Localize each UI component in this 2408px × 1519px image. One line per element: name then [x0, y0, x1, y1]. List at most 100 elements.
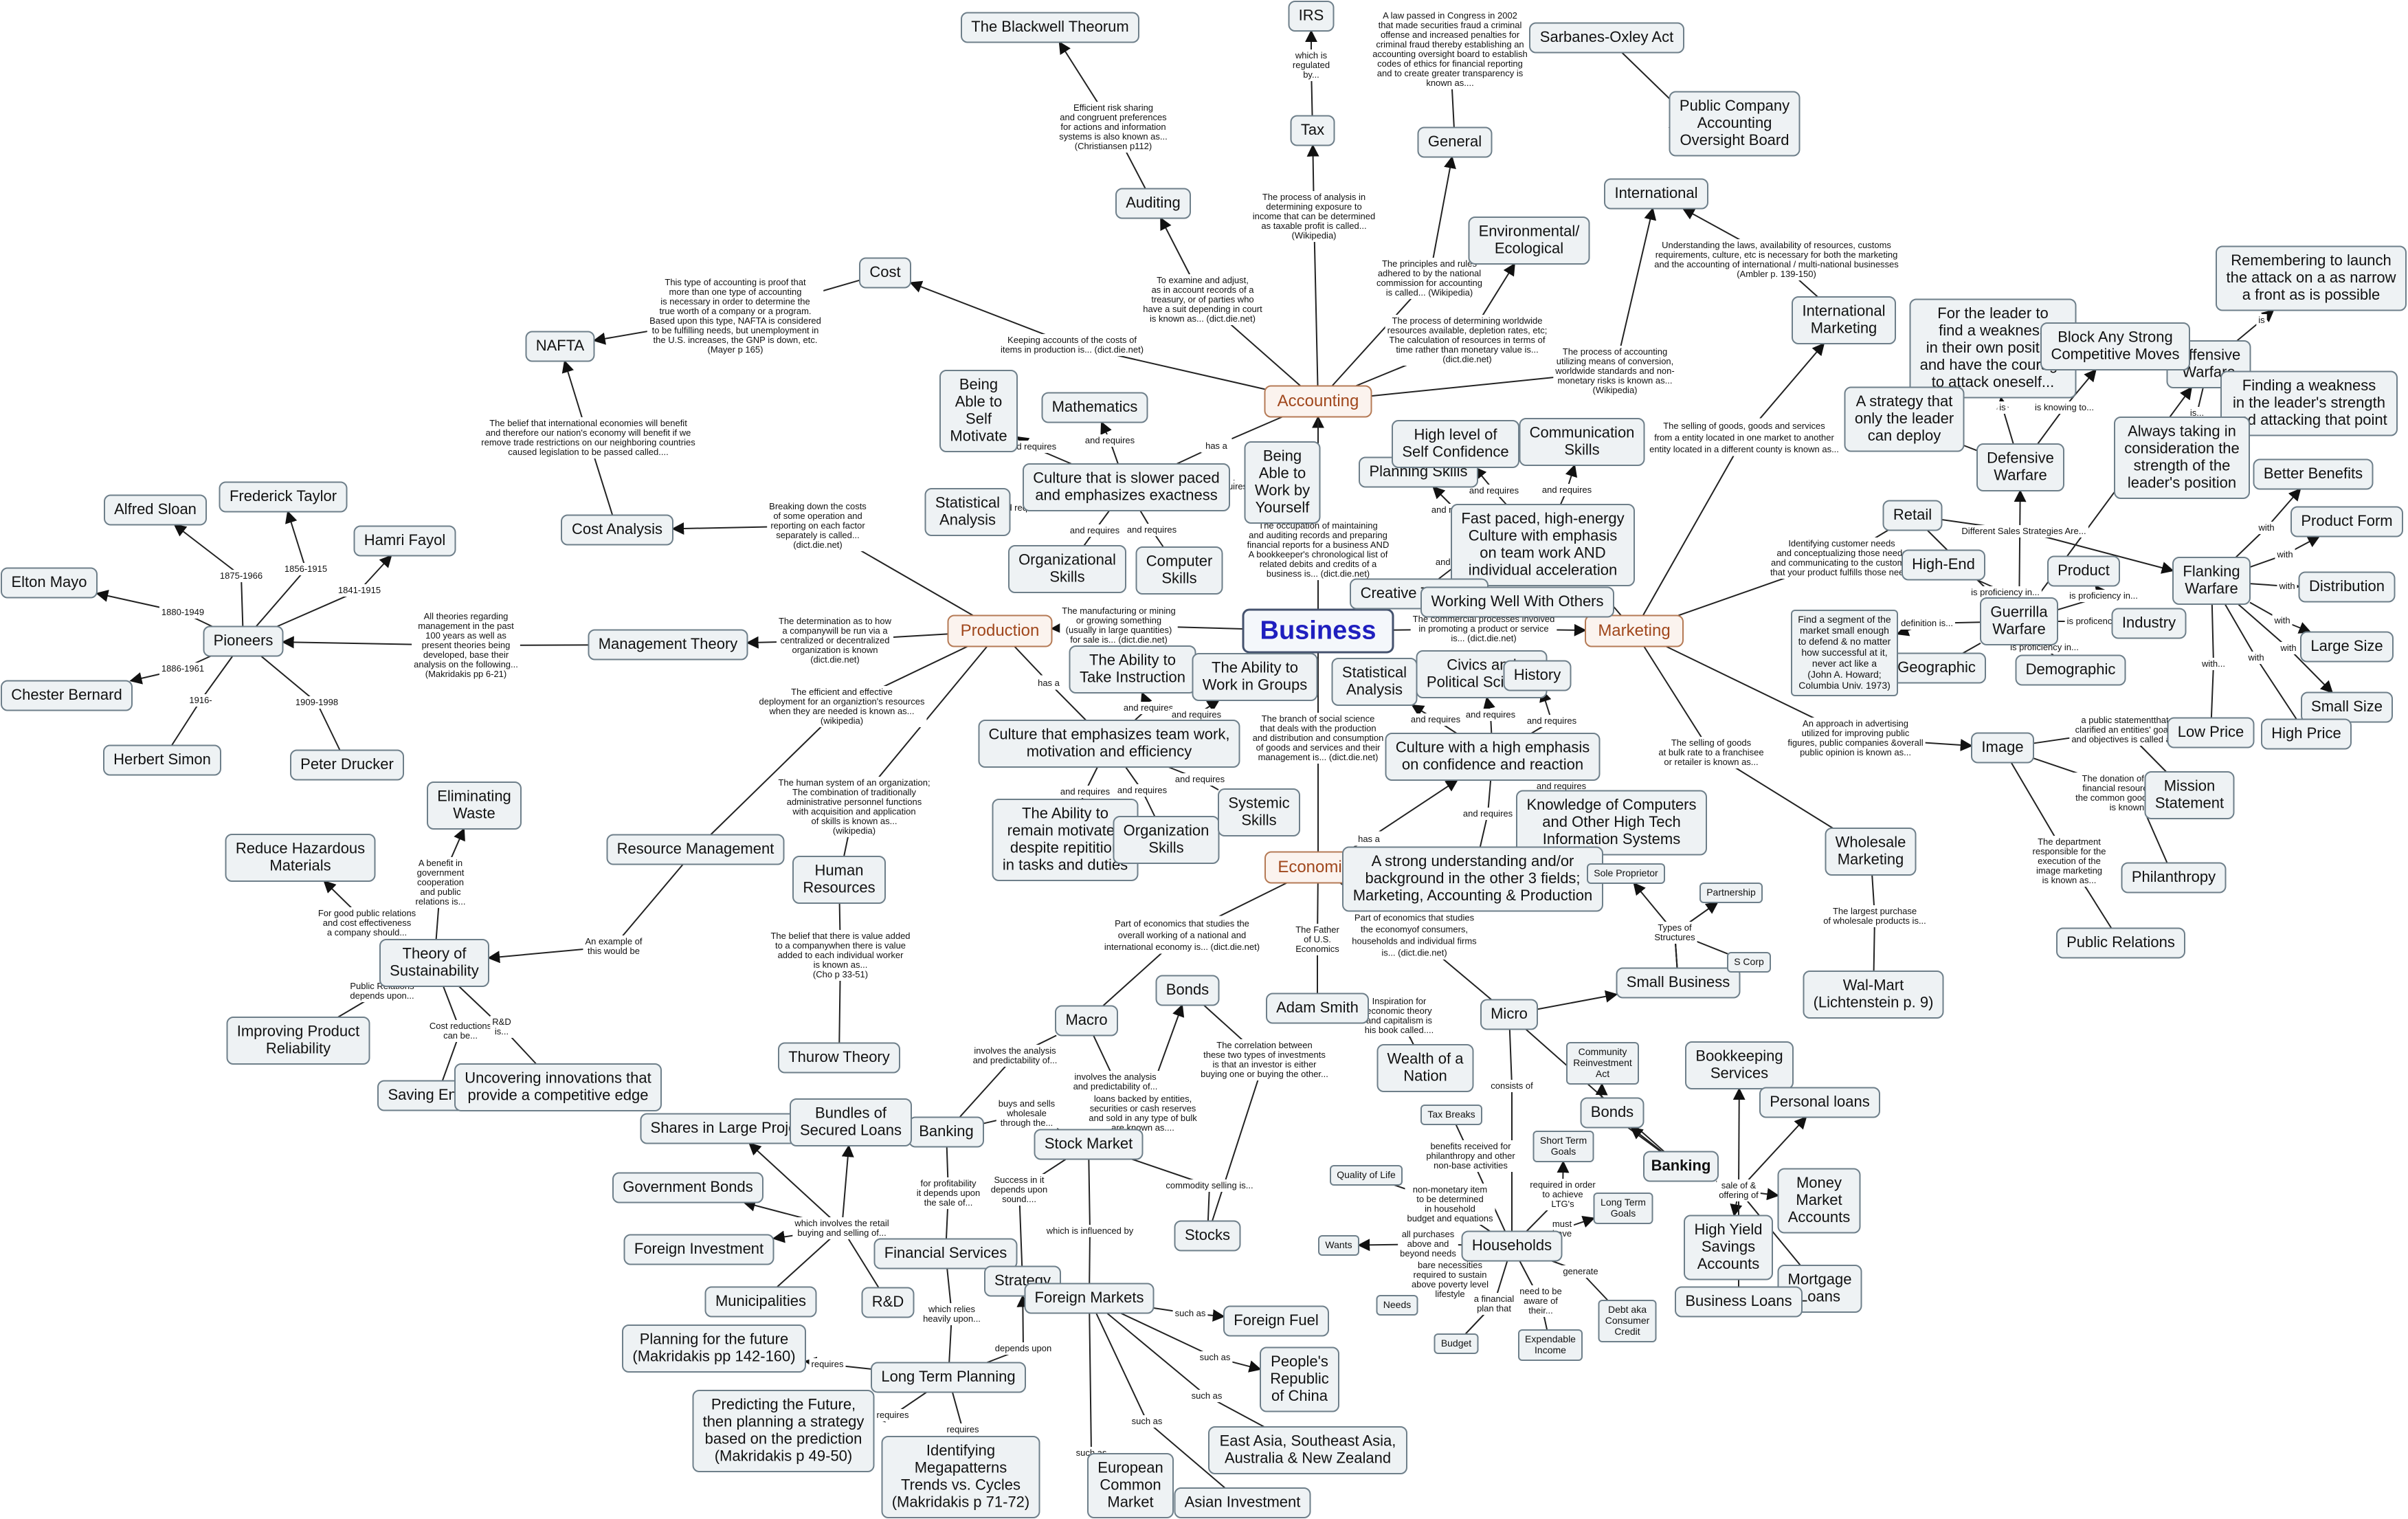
concept-node-blackwell[interactable]: The Blackwell Theorum: [961, 12, 1139, 43]
concept-node-herbertsimon[interactable]: Herbert Simon: [103, 744, 221, 776]
concept-node-businessloans[interactable]: Business Loans: [1675, 1286, 1803, 1318]
concept-node-sharesprojects[interactable]: Shares in Large Projects: [640, 1113, 827, 1144]
concept-node-households[interactable]: Households: [1461, 1230, 1563, 1262]
concept-node-fredericktaylor[interactable]: Frederick Taylor: [219, 481, 348, 513]
concept-node-marketing[interactable]: Marketing: [1585, 614, 1684, 647]
concept-node-foreigninvest[interactable]: Foreign Investment: [623, 1234, 774, 1265]
concept-node-philanthropy[interactable]: Philanthropy: [2121, 862, 2227, 894]
concept-node-distribution[interactable]: Distribution: [2298, 571, 2396, 603]
concept-node-environmental[interactable]: Environmental/Ecological: [1468, 217, 1590, 265]
concept-node-alfredsloan[interactable]: Alfred Sloan: [104, 494, 207, 526]
concept-node-geographic[interactable]: Geographic: [1887, 652, 1986, 684]
concept-node-predictingfuture[interactable]: Predicting the Future,then planning a st…: [692, 1390, 875, 1472]
concept-node-walmart[interactable]: Wal-Mart(Lichtenstein p. 9): [1803, 971, 1944, 1019]
concept-node-pioneers[interactable]: Pioneers: [203, 625, 284, 657]
concept-node-govbonds[interactable]: Government Bonds: [612, 1172, 763, 1204]
concept-node-mgmttheory[interactable]: Management Theory: [588, 629, 748, 661]
concept-node-resourcemgmt[interactable]: Resource Management: [606, 834, 785, 865]
concept-node-cost[interactable]: Cost: [859, 257, 911, 289]
concept-node-workingothers[interactable]: Working Well With Others: [1420, 586, 1614, 618]
concept-node-nafta[interactable]: NAFTA: [525, 331, 595, 362]
concept-node-longtermplanning[interactable]: Long Term Planning: [871, 1362, 1026, 1393]
concept-node-productform[interactable]: Product Form: [2290, 506, 2403, 537]
concept-node-needs[interactable]: Needs: [1376, 1295, 1418, 1316]
concept-node-bonds2[interactable]: Bonds: [1580, 1097, 1645, 1129]
concept-node-stockmarket[interactable]: Stock Market: [1034, 1129, 1144, 1160]
concept-node-micro[interactable]: Micro: [1480, 999, 1538, 1030]
concept-node-history[interactable]: History: [1503, 660, 1572, 691]
concept-node-lowprice[interactable]: Low Price: [2167, 717, 2255, 749]
concept-node-costanalysis[interactable]: Cost Analysis: [561, 514, 673, 546]
concept-node-tax[interactable]: Tax: [1290, 115, 1335, 146]
concept-node-financialservices[interactable]: Financial Services: [873, 1238, 1018, 1269]
concept-node-smallsize[interactable]: Small Size: [2301, 691, 2393, 723]
concept-node-banking1[interactable]: Banking: [908, 1116, 984, 1148]
concept-node-thurowtheory[interactable]: Thurow Theory: [778, 1042, 900, 1074]
concept-node-chesterbernard[interactable]: Chester Bernard: [1, 680, 133, 711]
concept-node-peterdrucker[interactable]: Peter Drucker: [290, 749, 404, 781]
concept-node-planningfuture[interactable]: Planning for the future(Makridakis pp 14…: [622, 1324, 806, 1373]
concept-node-highend[interactable]: High-End: [1902, 549, 1985, 581]
concept-node-macro[interactable]: Macro: [1055, 1005, 1118, 1036]
concept-node-personalloans[interactable]: Personal loans: [1759, 1087, 1880, 1118]
concept-node-stocks[interactable]: Stocks: [1174, 1220, 1241, 1252]
concept-node-demographic[interactable]: Demographic: [2015, 654, 2126, 686]
concept-node-business[interactable]: Business: [1242, 608, 1394, 654]
concept-node-production[interactable]: Production: [947, 614, 1053, 647]
concept-node-qualitylife[interactable]: Quality of Life: [1330, 1165, 1403, 1186]
concept-node-foreignmarkets[interactable]: Foreign Markets: [1024, 1283, 1155, 1314]
concept-node-bonds1[interactable]: Bonds: [1155, 975, 1220, 1006]
concept-node-general[interactable]: General: [1417, 126, 1493, 158]
concept-node-rd[interactable]: R&D: [861, 1287, 915, 1318]
concept-node-auditing[interactable]: Auditing: [1115, 188, 1191, 219]
concept-node-international[interactable]: International: [1604, 178, 1708, 210]
concept-node-hamrifayol[interactable]: Hamri Fayol: [353, 525, 456, 557]
concept-node-municipalities[interactable]: Municipalities: [704, 1286, 817, 1318]
concept-node-adamsmith[interactable]: Adam Smith: [1266, 993, 1369, 1024]
concept-node-scorp[interactable]: S Corp: [1727, 952, 1771, 973]
concept-node-industry[interactable]: Industry: [2111, 608, 2187, 639]
concept-node-largesize[interactable]: Large Size: [2300, 631, 2394, 663]
concept-node-retail[interactable]: Retail: [1882, 500, 1943, 531]
concept-node-banking2[interactable]: Banking: [1643, 1151, 1719, 1182]
